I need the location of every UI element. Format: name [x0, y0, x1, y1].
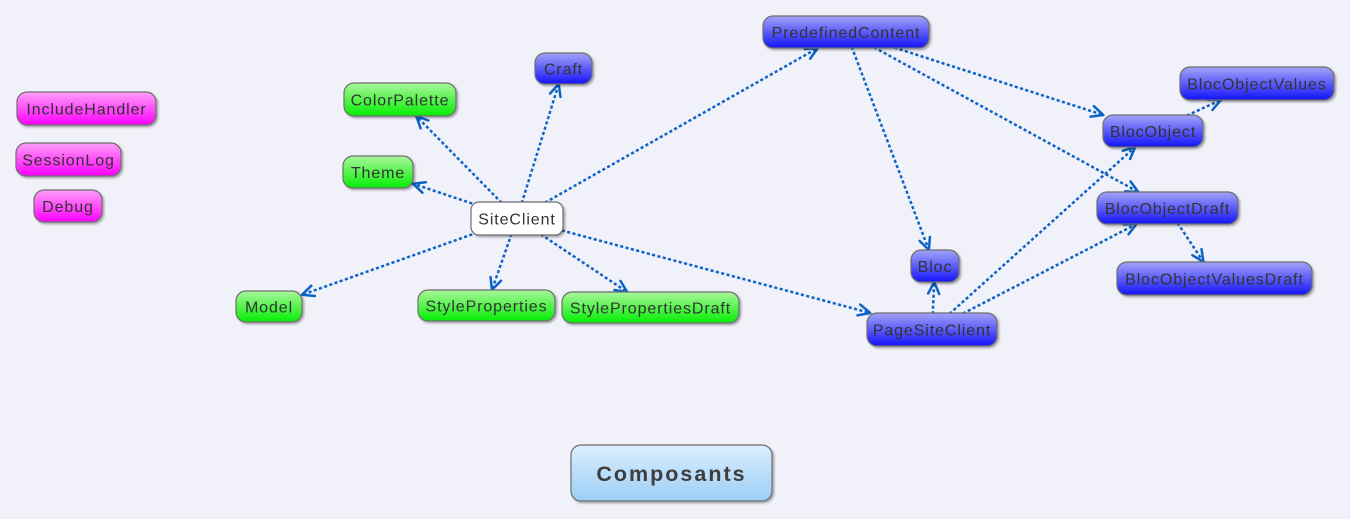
svg-text:StyleProperties: StyleProperties [426, 299, 548, 316]
svg-text:IncludeHandler: IncludeHandler [26, 102, 146, 119]
svg-text:BlocObject: BlocObject [1110, 124, 1196, 141]
svg-text:SessionLog: SessionLog [22, 153, 115, 170]
svg-text:Model: Model [245, 300, 293, 317]
svg-text:SiteClient: SiteClient [478, 212, 555, 229]
svg-text:Theme: Theme [351, 165, 405, 182]
svg-text:PageSiteClient: PageSiteClient [873, 323, 991, 340]
svg-text:Bloc: Bloc [918, 259, 953, 276]
svg-text:StylePropertiesDraft: StylePropertiesDraft [570, 301, 731, 318]
svg-text:Composants: Composants [596, 462, 746, 486]
svg-text:Debug: Debug [42, 199, 94, 216]
svg-text:BlocObjectDraft: BlocObjectDraft [1105, 201, 1231, 218]
svg-text:BlocObjectValues: BlocObjectValues [1187, 77, 1327, 94]
svg-text:ColorPalette: ColorPalette [351, 93, 450, 110]
svg-text:BlocObjectValuesDraft: BlocObjectValuesDraft [1125, 272, 1304, 289]
svg-text:PredefinedContent: PredefinedContent [772, 25, 921, 42]
svg-text:Craft: Craft [544, 62, 583, 79]
